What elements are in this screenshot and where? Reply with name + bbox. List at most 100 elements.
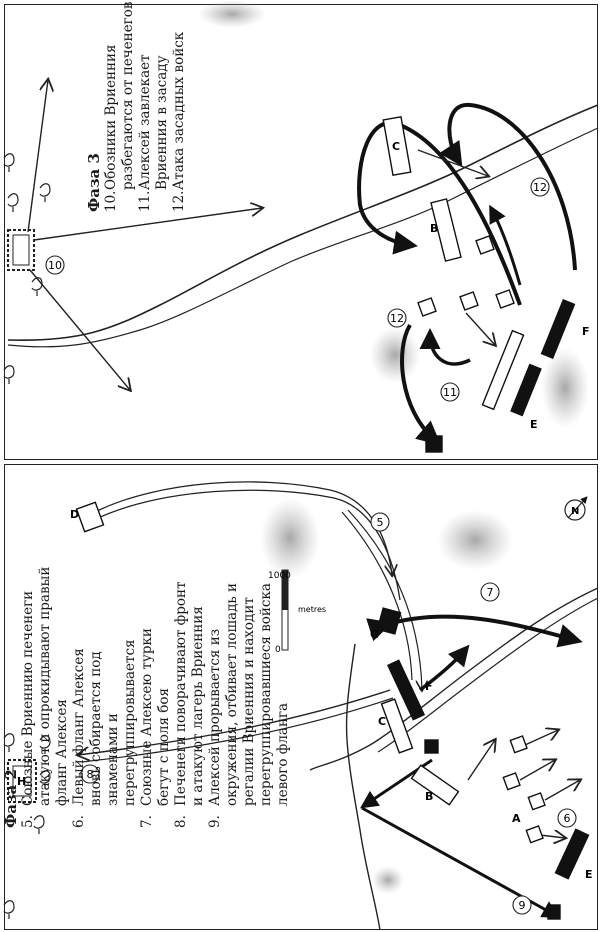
hill — [372, 866, 404, 894]
unit-e — [481, 329, 525, 411]
pecheneg-path — [97, 489, 401, 601]
step-marker-label: 12 — [390, 312, 404, 325]
tree-icon — [7, 193, 19, 212]
legend-item-line: Обозники Вриенния — [103, 44, 119, 190]
legend-item: 12.Атака засадных войск — [171, 2, 188, 212]
legend-item-line: бегут с поля боя — [156, 687, 172, 806]
phase3-units — [382, 116, 576, 453]
turks-flee-arrow — [418, 644, 470, 692]
regroup-arrow — [524, 730, 558, 746]
compass-label: N — [571, 506, 579, 517]
road — [7, 127, 599, 348]
pecheneg-path — [94, 481, 392, 575]
hill — [437, 510, 513, 570]
unit-a — [525, 825, 544, 844]
legend-item-line: вновь собирается под — [88, 651, 104, 806]
legend-item-number: 10. — [103, 190, 119, 212]
river — [345, 643, 381, 931]
step-marker-label: 5 — [377, 516, 384, 529]
unit-f — [540, 298, 576, 360]
unit-label-e: E — [530, 418, 538, 431]
unit-marker — [495, 289, 515, 309]
unit-g — [376, 607, 402, 635]
legend-item-line: Союзные Алексею турки — [139, 628, 155, 806]
unit-f — [386, 659, 426, 721]
step-marker — [557, 808, 577, 828]
phase2-map-panel — [4, 464, 598, 930]
phase2-labels: 5 6 7 8 9 D H G F C B A E N 0 1000 metre… — [17, 506, 593, 915]
unit-label-b: B — [425, 790, 433, 803]
ambush-arrow — [357, 120, 522, 306]
unit-e-dark — [510, 363, 542, 417]
legend-item-line: Алексей завлекает — [137, 54, 153, 190]
tree-icon — [39, 770, 51, 789]
lure-arrow — [489, 204, 522, 286]
turks-flee-arrow — [366, 614, 583, 648]
phase3-map-panel — [4, 4, 598, 460]
legend-item-number: 11. — [137, 190, 153, 212]
legend-item-number: 8. — [173, 815, 189, 828]
legend-item-line: атакуют и опрокидывают правый — [37, 566, 53, 806]
unit-b — [410, 764, 460, 806]
camp-inner — [12, 765, 32, 797]
pecheneg-path — [341, 511, 413, 681]
unit-marker — [424, 739, 439, 754]
step-marker-label: 9 — [519, 899, 526, 912]
phase2-terrain — [3, 496, 599, 931]
step-marker-label: 6 — [564, 812, 571, 825]
step-marker-label: 7 — [487, 586, 494, 599]
legend-item-line: Левый фланг Алексея — [71, 648, 87, 806]
unit-label-c: C — [392, 140, 400, 153]
hill — [198, 0, 266, 28]
step-marker — [45, 255, 65, 275]
tree-icon — [33, 815, 45, 834]
phase2-title: Фаза 2 — [2, 769, 20, 828]
legend-item-text: Атака засадных войск — [171, 32, 188, 190]
flee-arrow — [27, 80, 48, 233]
step-marker — [530, 177, 550, 197]
legend-item-number: 9. — [207, 815, 223, 828]
step-marker — [370, 512, 390, 532]
step-marker-label: 10 — [48, 259, 62, 272]
step-marker — [480, 582, 500, 602]
phase3-title: Фаза 3 — [85, 153, 103, 212]
unit-label-f: F — [582, 325, 590, 338]
step-marker — [80, 764, 100, 784]
lure-arrow — [419, 328, 471, 366]
regroup-arrow — [519, 760, 555, 781]
legend-item-line: Союзные Вриеннию печенеги — [20, 590, 36, 806]
unit-e — [554, 828, 590, 880]
regroup-arrow — [544, 780, 580, 801]
legend-item-line: регалии Вриенния и находит — [241, 597, 257, 806]
unit-label-b: B — [430, 222, 438, 235]
unit-b — [430, 198, 462, 262]
tree-icon — [31, 277, 43, 296]
unit-label-f: F — [425, 680, 433, 693]
unit-marker — [417, 297, 437, 317]
flee-arrow — [29, 269, 130, 390]
unit-dark — [425, 435, 443, 453]
step-marker — [512, 895, 532, 915]
phase2-movements — [78, 481, 583, 918]
pecheneg-path — [347, 509, 422, 690]
legend-item-line: левого фланга — [275, 702, 291, 806]
step-marker-label: 8 — [87, 768, 94, 781]
legend-item-number: 7. — [139, 815, 155, 828]
hill — [260, 498, 320, 578]
legend-item-line: окружения, отбивает лошадь и — [224, 582, 240, 806]
